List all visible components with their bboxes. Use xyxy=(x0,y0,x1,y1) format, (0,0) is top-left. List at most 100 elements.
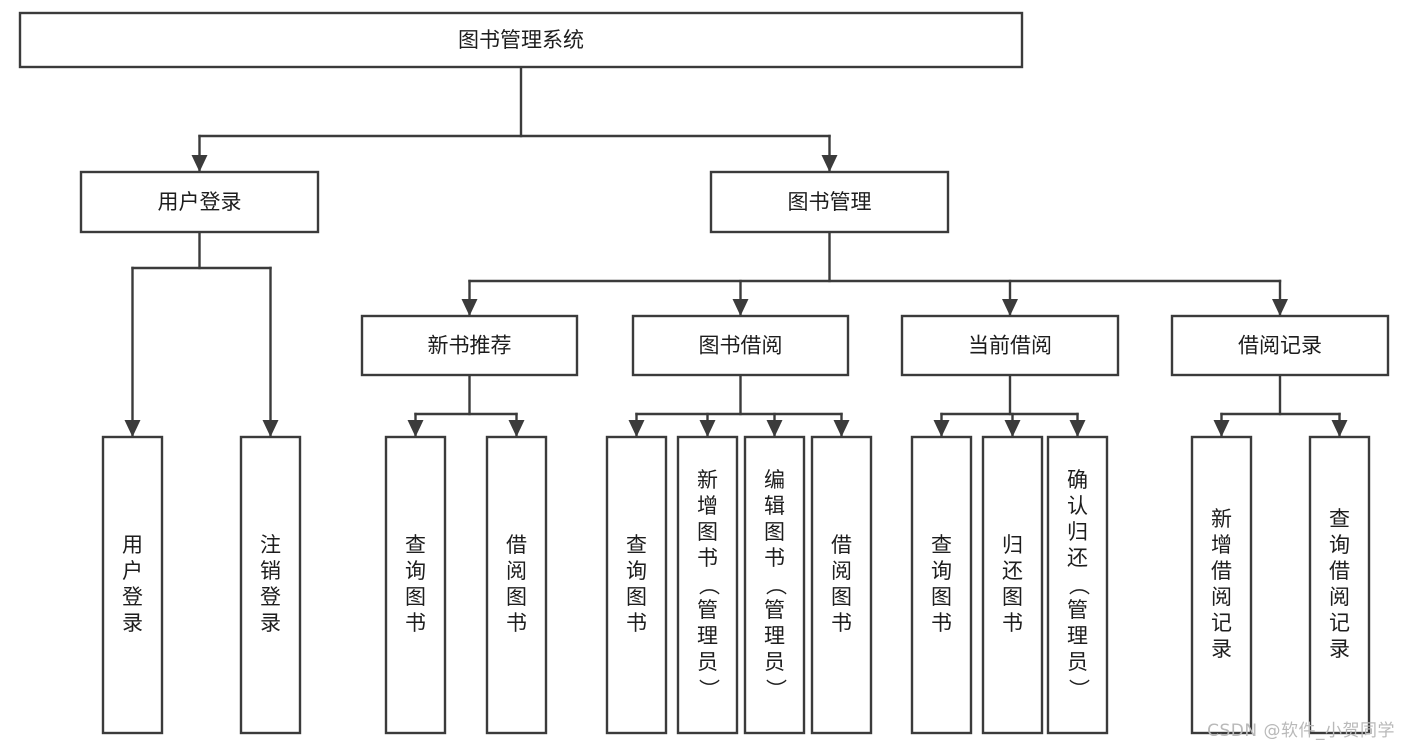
arrow-head-icon xyxy=(821,155,838,172)
node-label-char: 图 xyxy=(506,585,527,609)
arrow-head-icon xyxy=(699,420,716,437)
arrow-head-icon xyxy=(1272,299,1288,316)
node-level3[interactable]: 借阅记录 xyxy=(1170,314,1390,377)
node-label: 新书推荐 xyxy=(428,334,512,358)
node-label-char: 增 xyxy=(1211,533,1232,557)
arrow-head-icon xyxy=(1002,299,1018,316)
node-label-char: 借 xyxy=(1211,559,1232,583)
node-label-char: 销 xyxy=(260,559,281,583)
node-label-char: ） xyxy=(697,679,721,700)
node-label-char: 录 xyxy=(260,611,281,635)
node-label-char: 书 xyxy=(697,546,718,570)
node-root[interactable]: 图书管理系统 xyxy=(18,11,1024,69)
node-label-char: 图 xyxy=(1002,585,1023,609)
node-label-char: 图 xyxy=(697,520,718,544)
node-box[interactable] xyxy=(384,435,447,735)
arrow-head-icon xyxy=(262,420,279,437)
node-label: 当前借阅 xyxy=(968,334,1052,358)
node-box[interactable] xyxy=(1308,435,1371,735)
node-label-char: 登 xyxy=(260,585,281,609)
node-label-char: 管 xyxy=(1067,598,1088,622)
node-box[interactable] xyxy=(18,11,1024,69)
node-label-char: 书 xyxy=(1002,611,1023,635)
node-label-char: 还 xyxy=(1002,559,1023,583)
node-label-char: 询 xyxy=(626,559,647,583)
node-box[interactable] xyxy=(360,314,579,377)
node-box[interactable] xyxy=(239,435,302,735)
node-label-char: 书 xyxy=(506,611,527,635)
arrow-head-icon xyxy=(933,420,950,437)
node-box[interactable] xyxy=(676,435,739,735)
node-label-char: 询 xyxy=(931,559,952,583)
node-box[interactable] xyxy=(79,170,320,234)
node-box[interactable] xyxy=(1170,314,1390,377)
node-label-char: 归 xyxy=(1002,533,1023,557)
node-label-char: 借 xyxy=(831,533,852,557)
node-label: 图书管理 xyxy=(788,190,872,214)
node-box[interactable] xyxy=(981,435,1044,735)
node-label-char: 阅 xyxy=(1211,585,1232,609)
node-label-char: 还 xyxy=(1067,546,1088,570)
node-label: 图书借阅 xyxy=(699,334,783,358)
node-box[interactable] xyxy=(101,435,164,735)
node-label-char: 借 xyxy=(1329,559,1350,583)
node-label-char: 书 xyxy=(831,611,852,635)
node-label-char: 登 xyxy=(122,585,143,609)
node-label-char: 员 xyxy=(1067,650,1088,674)
node-label-char: 认 xyxy=(1067,494,1088,518)
node-box[interactable] xyxy=(631,314,850,377)
node-box[interactable] xyxy=(810,435,873,735)
node-label-char: 员 xyxy=(764,650,785,674)
node-label-char: 理 xyxy=(764,624,785,648)
arrow-head-icon xyxy=(407,420,424,437)
node-level2[interactable]: 图书管理 xyxy=(709,170,950,234)
node-label-char: 查 xyxy=(626,533,647,557)
node-box[interactable] xyxy=(900,314,1120,377)
node-label-char: 查 xyxy=(931,533,952,557)
node-label-char: 查 xyxy=(1329,507,1350,531)
node-label: 图书管理系统 xyxy=(458,28,584,52)
arrow-head-icon xyxy=(1331,420,1348,437)
node-label-char: ） xyxy=(1067,679,1091,700)
node-box[interactable] xyxy=(743,435,806,735)
node-leaf[interactable]: 用户登录 xyxy=(101,435,164,735)
node-label-char: 员 xyxy=(697,650,718,674)
node-label: 用户登录 xyxy=(158,190,242,214)
csdn-watermark: CSDN @软件_小贺同学 xyxy=(1207,721,1395,741)
node-box[interactable] xyxy=(605,435,668,735)
node-level3[interactable]: 图书借阅 xyxy=(631,314,850,377)
connector-layer xyxy=(124,65,1348,438)
node-box[interactable] xyxy=(709,170,950,234)
node-box[interactable] xyxy=(1046,435,1109,735)
node-label-char: （ xyxy=(697,575,721,596)
node-level3[interactable]: 新书推荐 xyxy=(360,314,579,377)
node-label: 借阅记录 xyxy=(1238,334,1322,358)
node-level3[interactable]: 当前借阅 xyxy=(900,314,1120,377)
node-label-char: 询 xyxy=(1329,533,1350,557)
arrow-head-icon xyxy=(124,420,141,437)
node-label-char: （ xyxy=(1067,575,1091,596)
node-label-char: （ xyxy=(764,575,788,596)
node-level2[interactable]: 用户登录 xyxy=(79,170,320,234)
node-label-char: 图 xyxy=(831,585,852,609)
node-label-char: 询 xyxy=(405,559,426,583)
node-box[interactable] xyxy=(1190,435,1253,735)
node-box[interactable] xyxy=(485,435,548,735)
node-label-char: 图 xyxy=(764,520,785,544)
node-label-char: 确 xyxy=(1067,468,1088,492)
arrow-head-icon xyxy=(732,299,749,316)
node-box[interactable] xyxy=(910,435,973,735)
